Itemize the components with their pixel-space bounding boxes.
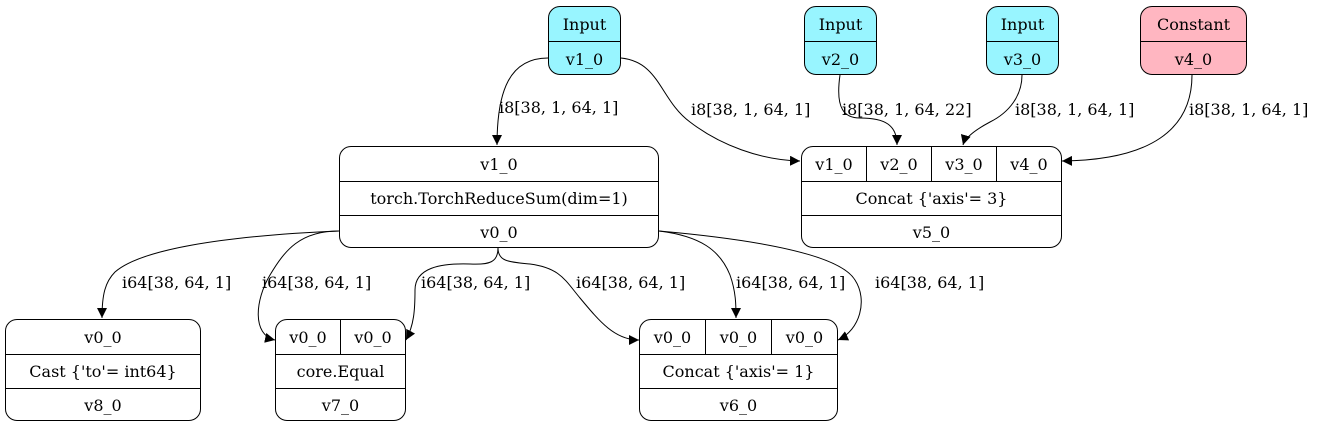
input-port-1: v1_0 [815, 154, 853, 174]
edge-sum-to-concat1-3 [658, 230, 862, 341]
node-title: Input [562, 14, 607, 34]
equal-node: v0_0 v0_0 core.Equal v7_0 [275, 319, 406, 421]
edge-label-7: i64[38, 64, 1] [262, 273, 372, 292]
edge-v4-to-concat3 [1061, 74, 1193, 166]
node-op: core.Equal [276, 354, 405, 388]
node-name: v1_0 [549, 41, 620, 74]
edge-sum-to-concat1-2 [658, 230, 741, 319]
input-port-1: v0_0 [653, 327, 692, 347]
edge-sum-to-equal-2 [405, 247, 499, 341]
input-port-2: v0_0 [340, 320, 405, 354]
concat-axis1-node: v0_0 v0_0 v0_0 Concat {'axis'= 1} v6_0 [639, 319, 838, 421]
input-node-v2: Input v2_0 [804, 6, 877, 75]
node-output: v7_0 [276, 388, 405, 420]
concat-axis3-node: v1_0 v2_0 v3_0 v4_0 Concat {'axis'= 3} v… [801, 146, 1062, 248]
node-op: Cast {'to'= int64} [6, 354, 200, 388]
node-title: Input [818, 14, 863, 34]
input-port-3: v0_0 [771, 320, 837, 354]
edge-sum-to-concat1-1 [497, 247, 640, 345]
node-title: Input [1000, 14, 1045, 34]
node-input-port: v0_0 [84, 327, 122, 347]
node-input-ports: v0_0 v0_0 [276, 320, 405, 354]
edge-label-5: i8[38, 1, 64, 1] [1189, 100, 1309, 119]
edge-v1-to-concat3 [620, 57, 801, 166]
node-title: Constant [1156, 14, 1231, 34]
input-port-1: v0_0 [289, 327, 327, 347]
node-input-ports: v1_0 v2_0 v3_0 v4_0 [802, 147, 1061, 181]
edge-label-2: i8[38, 1, 64, 1] [691, 100, 811, 119]
edge-label-1: i8[38, 1, 64, 1] [499, 98, 619, 117]
edge-v2-to-concat3 [838, 74, 902, 146]
node-output: v5_0 [802, 215, 1061, 247]
cast-node: v0_0 Cast {'to'= int64} v8_0 [5, 319, 201, 421]
edge-sum-to-equal-1 [257, 230, 340, 343]
node-op: Concat {'axis'= 1} [640, 354, 837, 388]
input-node-v3: Input v3_0 [986, 6, 1059, 75]
node-input-port: v1_0 [480, 154, 518, 174]
input-node-v1: Input v1_0 [548, 6, 621, 75]
node-output: v8_0 [6, 388, 200, 420]
edge-v3-to-concat3 [960, 74, 1023, 146]
constant-node-v4: Constant v4_0 [1140, 6, 1247, 75]
node-output: v0_0 [340, 215, 658, 247]
edge-label-4: i8[38, 1, 64, 1] [1015, 100, 1135, 119]
node-name: v2_0 [805, 41, 876, 74]
edge-sum-to-cast [97, 230, 340, 319]
edge-label-9: i64[38, 64, 1] [576, 273, 686, 292]
node-output: v6_0 [640, 388, 837, 420]
node-input-ports: v0_0 v0_0 v0_0 [640, 320, 837, 354]
edge-label-6: i64[38, 64, 1] [122, 273, 232, 292]
node-op: torch.TorchReduceSum(dim=1) [340, 181, 658, 215]
node-name: v3_0 [987, 41, 1058, 74]
input-port-3: v3_0 [931, 147, 996, 181]
edge-label-3: i8[38, 1, 64, 22] [842, 100, 972, 119]
input-port-2: v2_0 [866, 147, 931, 181]
input-port-2: v0_0 [705, 320, 771, 354]
node-name: v4_0 [1141, 41, 1246, 74]
edge-v1-to-sum [492, 57, 549, 146]
edge-label-11: i64[38, 64, 1] [875, 273, 985, 292]
edge-label-10: i64[38, 64, 1] [736, 273, 846, 292]
reduce-sum-node: v1_0 torch.TorchReduceSum(dim=1) v0_0 [339, 146, 659, 248]
node-op: Concat {'axis'= 3} [802, 181, 1061, 215]
edge-label-8: i64[38, 64, 1] [421, 273, 531, 292]
input-port-4: v4_0 [996, 147, 1061, 181]
